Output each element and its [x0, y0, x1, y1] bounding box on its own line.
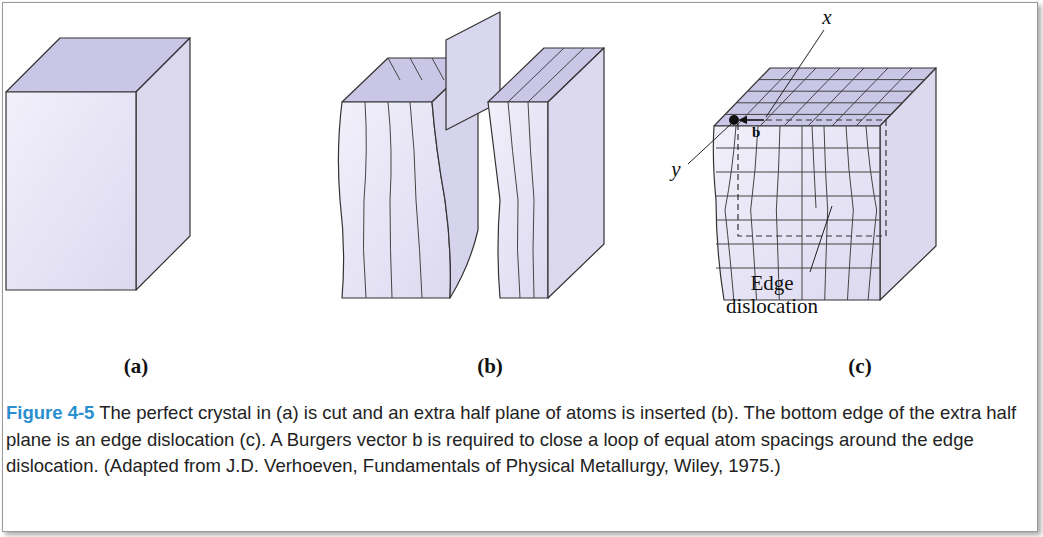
point-label: y	[671, 158, 680, 181]
lattice-line	[716, 268, 880, 269]
lattice-line	[880, 68, 936, 126]
lattice-line	[866, 126, 877, 300]
lattice-line	[725, 126, 736, 300]
lattice-line	[824, 126, 828, 300]
lattice-line	[846, 126, 853, 300]
lattice-line	[759, 79, 925, 80]
lattice-line	[736, 102, 902, 103]
lattice-line	[716, 148, 880, 149]
leader-line	[688, 124, 731, 164]
lattice-line	[808, 68, 864, 126]
dislocated-crystal	[713, 68, 936, 300]
panel-label: (a)	[124, 355, 149, 378]
point-label: x	[822, 6, 831, 29]
lattice-line	[760, 68, 816, 126]
atom-planes	[363, 48, 584, 298]
cut-crystal	[338, 12, 604, 298]
panel-label: (c)	[848, 355, 871, 378]
burgers-circuit	[738, 120, 886, 236]
lattice-line	[802, 126, 803, 300]
burgers-arrowhead	[738, 116, 747, 124]
vector-label: b	[752, 124, 760, 141]
lattice-line	[856, 68, 912, 126]
panel-label: (b)	[477, 355, 503, 378]
leader-line	[810, 206, 832, 272]
callout-label: Edge dislocation	[717, 272, 827, 318]
lattice-grid	[716, 68, 936, 300]
lattice-line	[716, 220, 880, 221]
lattice-line	[716, 244, 880, 245]
lattice-line	[725, 114, 891, 115]
figure-caption: Figure 4-5 The perfect crystal in (a) is…	[6, 400, 1036, 480]
lattice-line	[748, 91, 914, 92]
lattice-line	[736, 68, 792, 126]
lattice-line	[832, 68, 888, 126]
circuit-start-dot	[729, 115, 739, 125]
lattice-line	[716, 172, 880, 173]
leader-line	[766, 30, 824, 117]
lattice-line	[812, 126, 816, 208]
perfect-crystal	[6, 38, 190, 290]
lattice-line	[716, 196, 880, 197]
